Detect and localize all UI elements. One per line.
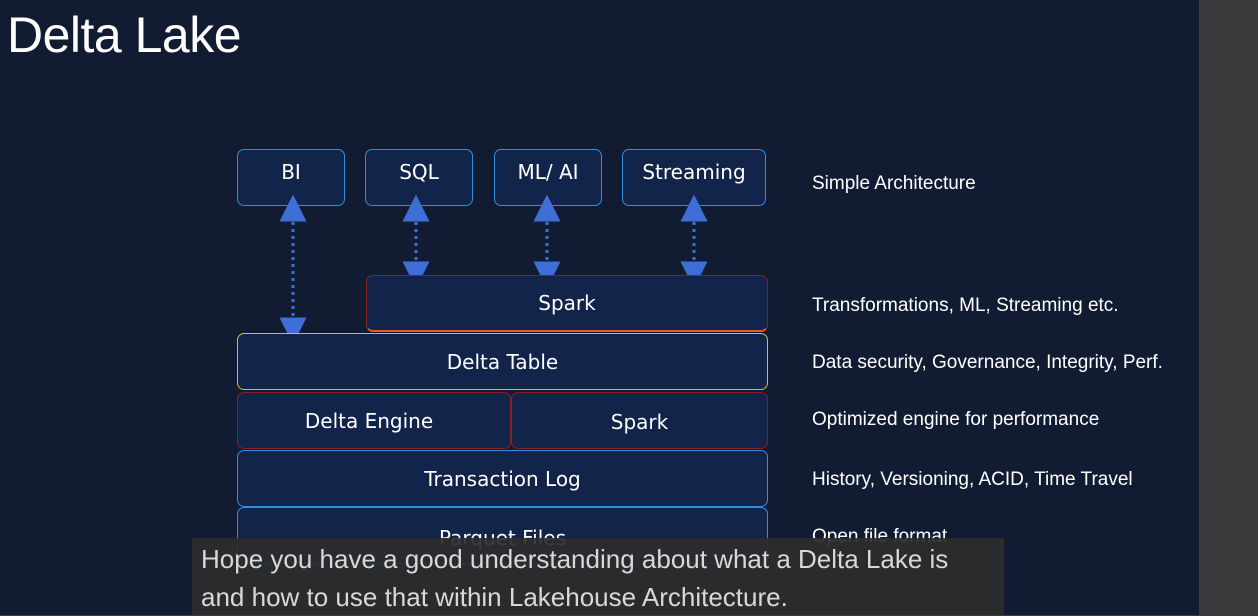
caption-line-2: and how to use that within Lakehouse Arc… — [201, 582, 788, 612]
spark-engine-box: Spark — [511, 392, 768, 449]
transaction-log-label: Transaction Log — [424, 466, 581, 491]
streaming-label: Streaming — [642, 160, 746, 184]
slide-title: Delta Lake — [7, 7, 242, 63]
delta-engine-label: Delta Engine — [304, 408, 434, 433]
transaction-log-box: Transaction Log — [237, 450, 768, 507]
caption-line-1: Hope you have a good understanding about… — [201, 544, 949, 574]
engine-description: Optimized engine for performance — [812, 409, 1100, 430]
subtitle-caption: Hope you have a good understanding about… — [192, 538, 1004, 615]
bi-label: BI — [281, 160, 301, 184]
delta-table-description: Data security, Governance, Integrity, Pe… — [812, 352, 1163, 373]
sql-label: SQL — [399, 160, 439, 184]
spark-layer-description: Transformations, ML, Streaming etc. — [812, 295, 1119, 316]
spark-layer-box: Spark — [366, 275, 768, 332]
delta-engine-box: Delta Engine — [237, 392, 511, 449]
spark-layer-label: Spark — [538, 291, 596, 315]
transaction-log-description: History, Versioning, ACID, Time Travel — [812, 469, 1133, 490]
delta-table-label: Delta Table — [446, 349, 559, 374]
spark-engine-label: Spark — [610, 410, 669, 434]
delta-table-box: Delta Table — [237, 333, 768, 390]
slide: Delta Lake BI SQL ML/ AI Streaming Spark… — [0, 0, 1199, 615]
streaming-box: Streaming — [622, 149, 766, 206]
consumers-description: Simple Architecture — [812, 173, 976, 194]
ml-ai-label: ML/ AI — [517, 160, 579, 184]
